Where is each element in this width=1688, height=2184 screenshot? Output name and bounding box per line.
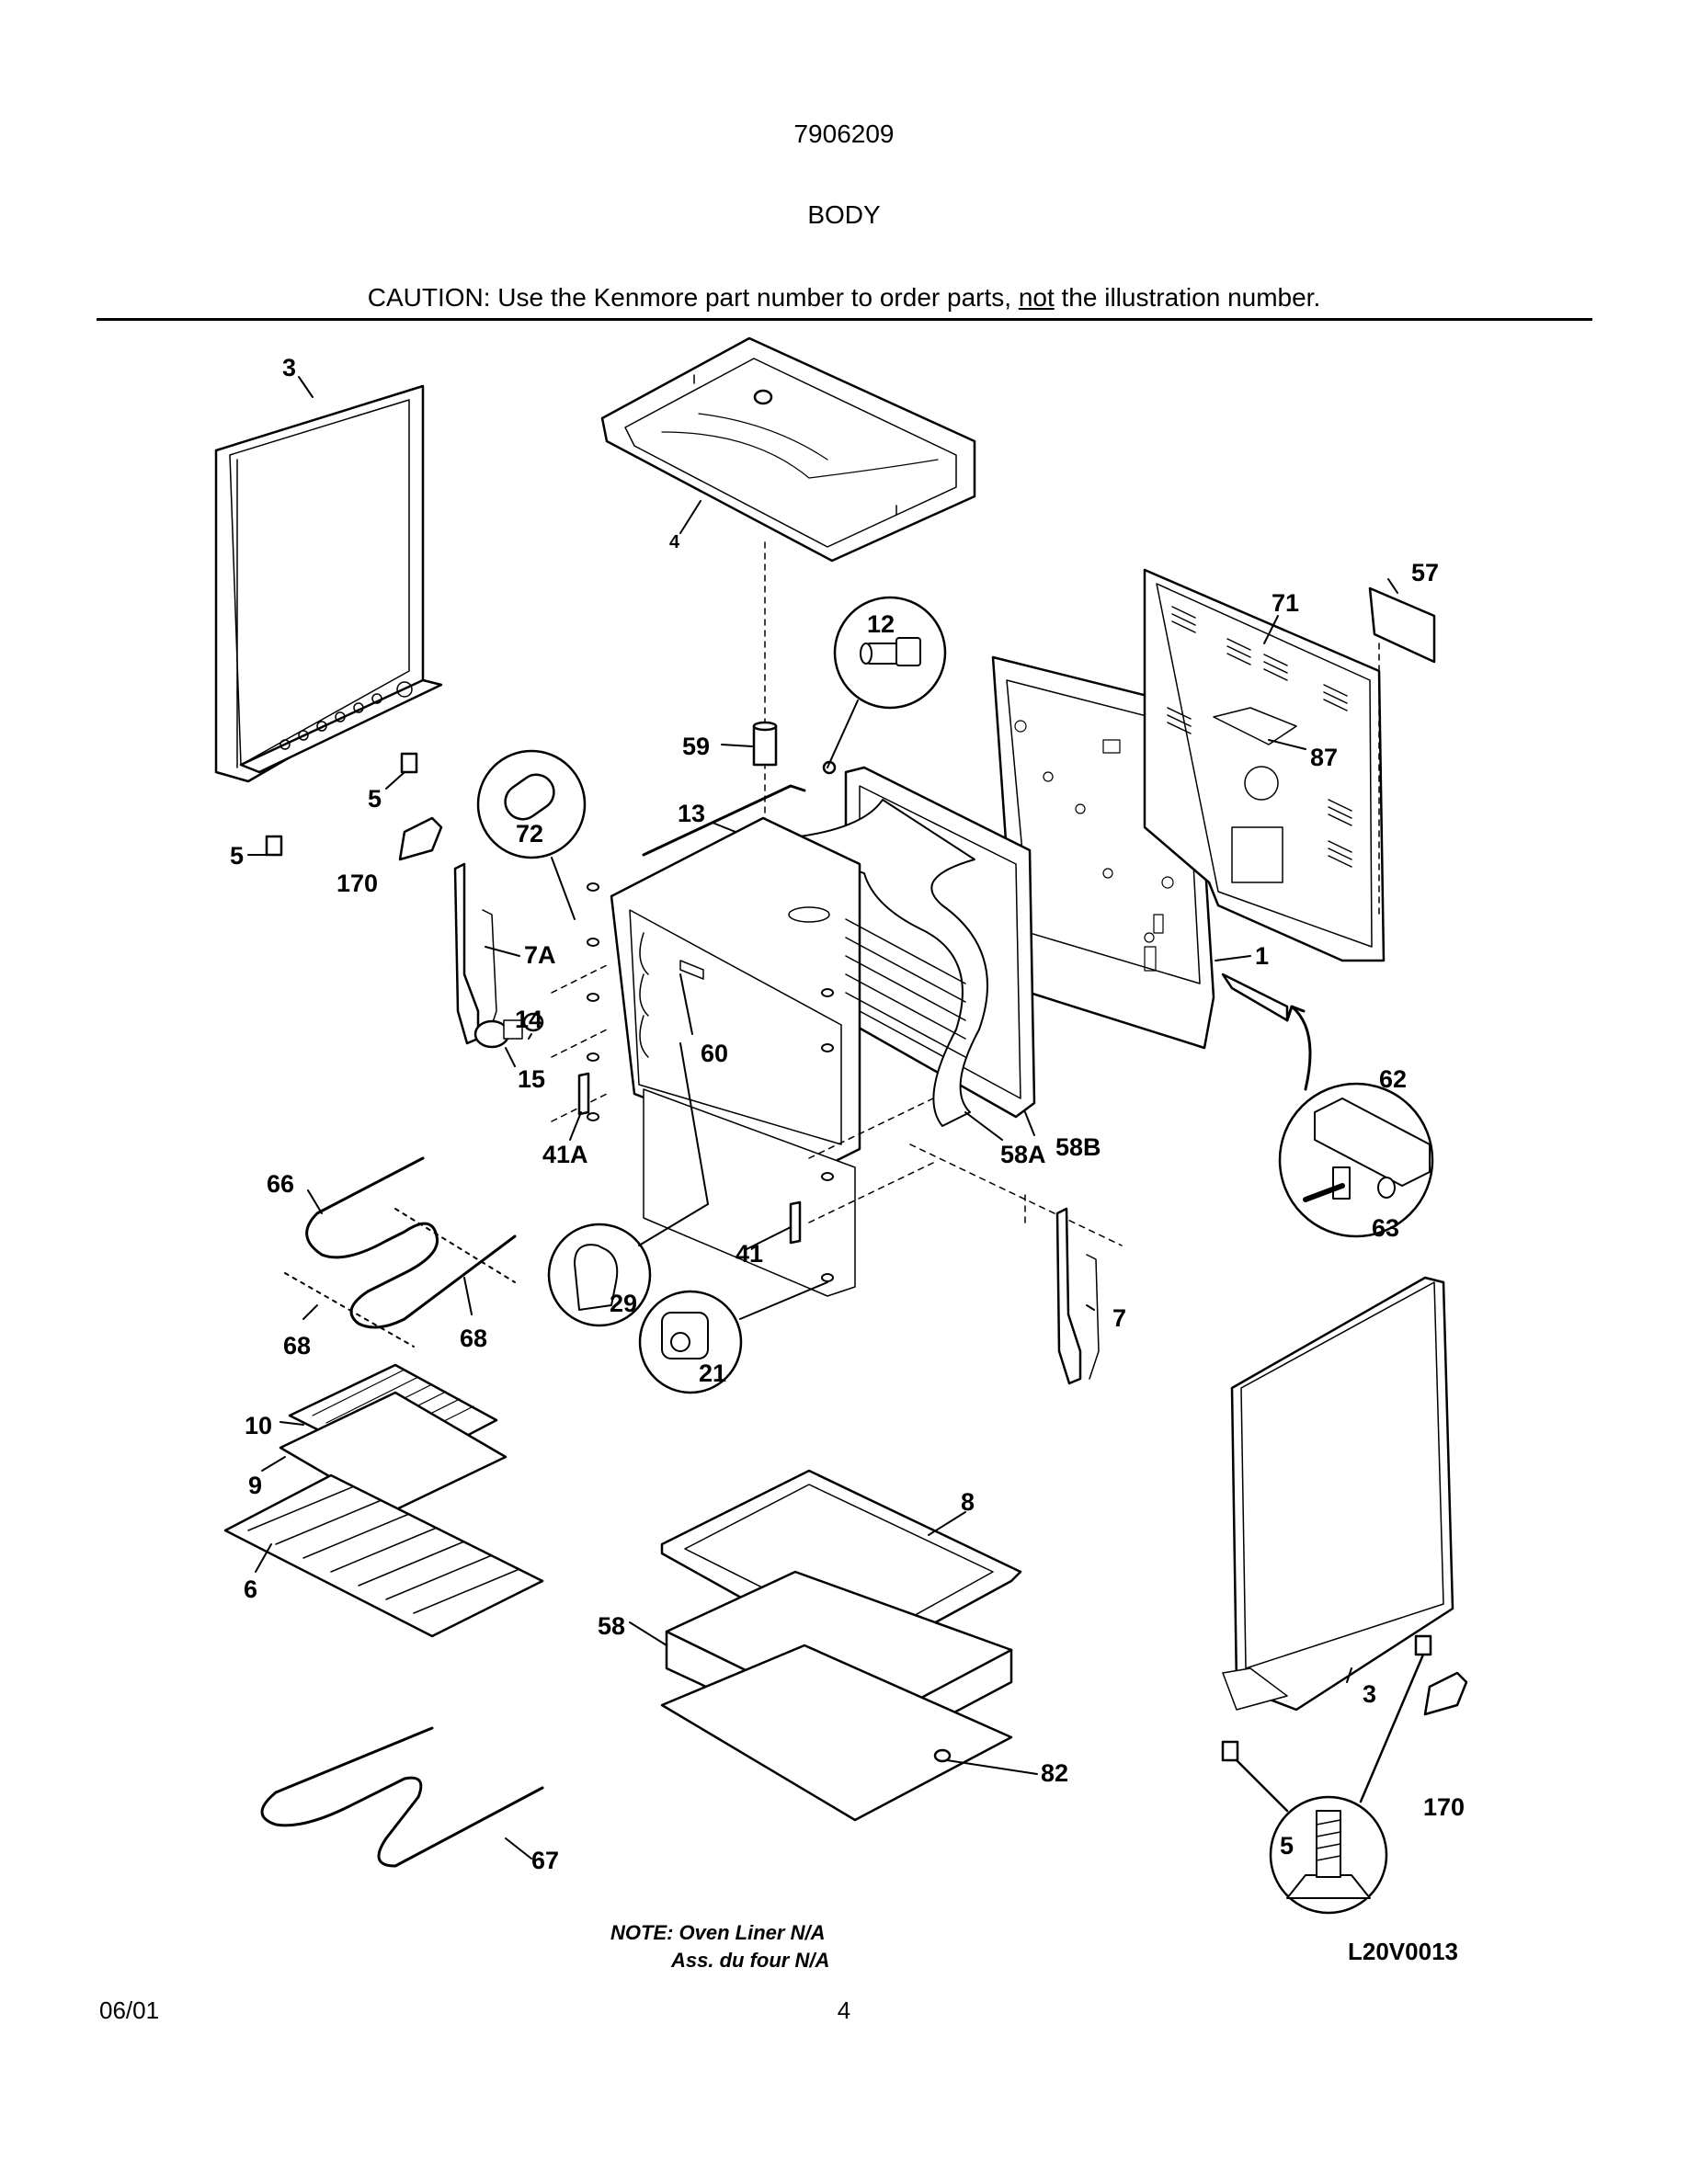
callout-12: 12 <box>867 610 895 638</box>
callout-41a: 41A <box>542 1141 588 1168</box>
caution-prefix: CAUTION: Use the Kenmore part number to … <box>367 283 1019 312</box>
rear-panel <box>1143 568 1386 962</box>
callout-67: 67 <box>531 1847 559 1874</box>
callout-labels: 3 4 57 71 12 59 87 5 13 5 72 170 7A 1 14… <box>230 354 1465 1874</box>
hinge-bracket-right <box>1055 1207 1100 1385</box>
arrow-to-62 <box>1285 1005 1312 1091</box>
sensor-probe <box>752 721 778 767</box>
callout-63: 63 <box>1372 1214 1399 1242</box>
callout-58b: 58B <box>1055 1133 1101 1161</box>
callout-15: 15 <box>518 1065 545 1093</box>
callout-5b: 5 <box>230 842 244 870</box>
callout-8: 8 <box>961 1488 975 1516</box>
detail-circle-72 <box>476 749 587 859</box>
callout-6: 6 <box>244 1575 257 1603</box>
callout-58: 58 <box>598 1612 625 1640</box>
callout-58a: 58A <box>1000 1141 1046 1168</box>
callout-82: 82 <box>1041 1759 1068 1787</box>
callout-5c: 5 <box>1280 1832 1294 1860</box>
terminal-block <box>1221 973 1289 1022</box>
screws <box>587 882 834 1282</box>
detail-circle-62-63 <box>1278 1082 1434 1238</box>
callout-10: 10 <box>245 1412 272 1439</box>
leveler-bracket-right <box>1423 1671 1468 1716</box>
dashed-guides-cavity <box>551 964 1123 1246</box>
document-number: 7906209 <box>793 119 895 148</box>
callout-3a: 3 <box>282 354 296 381</box>
callout-14: 14 <box>515 1006 542 1033</box>
note-line-1: NOTE: Oven Liner N/A <box>610 1921 826 1944</box>
broil-shield-b <box>394 1208 516 1283</box>
door-stop <box>933 1748 952 1763</box>
callout-68a: 68 <box>283 1332 311 1359</box>
note-line-2: Ass. du four N/A <box>671 1949 830 1972</box>
footer-page-number: 4 <box>837 1996 851 2024</box>
footer-date: 06/01 <box>99 1996 160 2024</box>
callout-68b: 68 <box>460 1325 487 1352</box>
lamp-socket <box>473 1012 544 1049</box>
callout-9: 9 <box>248 1472 262 1499</box>
bracket-41a <box>577 1072 590 1116</box>
callout-72: 72 <box>516 820 543 847</box>
header-rule <box>97 318 1592 321</box>
wire-13 <box>642 784 806 857</box>
caution-text: CAUTION: Use the Kenmore part number to … <box>0 283 1688 313</box>
callout-66: 66 <box>267 1170 294 1198</box>
callout-41: 41 <box>736 1240 763 1268</box>
leader-lines <box>247 376 1398 1860</box>
broil-element <box>305 1156 517 1329</box>
callout-87: 87 <box>1310 744 1338 771</box>
caution-emphasis: not <box>1018 283 1055 312</box>
detail-circle-12 <box>833 596 947 710</box>
side-panel-right <box>1222 1276 1454 1712</box>
section-title: BODY <box>807 200 881 229</box>
callout-21: 21 <box>699 1359 726 1387</box>
detail-circle-29 <box>547 1223 652 1327</box>
bracket-41 <box>789 1200 802 1245</box>
broil-shield-a <box>284 1272 415 1348</box>
callout-4: 4 <box>669 532 680 552</box>
cover-plate <box>1368 586 1436 664</box>
callout-59: 59 <box>682 733 710 760</box>
caution-suffix: the illustration number. <box>1054 283 1321 312</box>
callout-62: 62 <box>1379 1065 1407 1093</box>
callout-13: 13 <box>678 800 705 827</box>
bake-element <box>260 1726 544 1868</box>
callout-3b: 3 <box>1363 1680 1376 1708</box>
illustration-code: L20V0013 <box>1348 1938 1458 1965</box>
door-liner <box>660 1644 1013 1822</box>
callout-170b: 170 <box>1423 1793 1465 1821</box>
callout-5a: 5 <box>368 785 382 813</box>
oven-rack <box>223 1473 544 1638</box>
detail-circle-5 <box>1269 1795 1388 1915</box>
callout-1: 1 <box>1255 942 1269 970</box>
callout-29: 29 <box>610 1290 637 1317</box>
leveling-screws <box>265 752 1432 1762</box>
top-panel <box>600 336 976 563</box>
callout-57: 57 <box>1411 559 1439 586</box>
callout-71: 71 <box>1272 589 1299 617</box>
leveler-bracket-left <box>398 816 443 861</box>
side-panel-left <box>214 384 443 783</box>
callout-7a: 7A <box>524 941 556 969</box>
hinge-bracket-left <box>453 862 497 1045</box>
callout-170a: 170 <box>336 870 378 897</box>
callout-7: 7 <box>1112 1304 1126 1332</box>
callout-60: 60 <box>701 1040 728 1067</box>
detail-circle-21 <box>638 1290 743 1394</box>
